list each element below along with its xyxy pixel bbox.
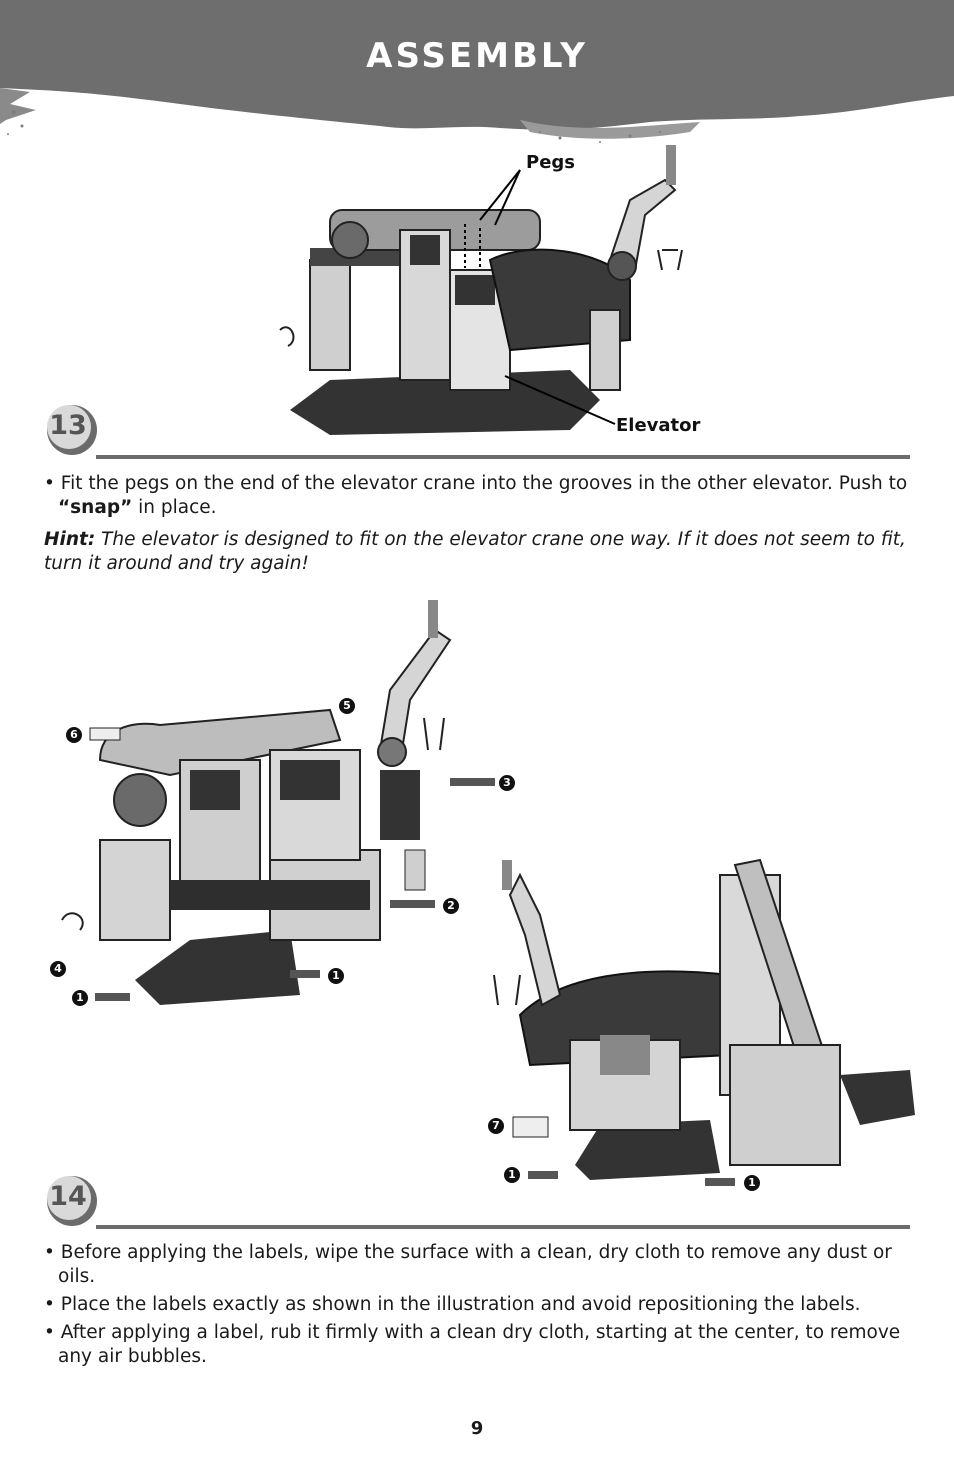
instruction-bullet: • Before applying the labels, wipe the s…: [44, 1242, 892, 1287]
step-badge-14: 14: [44, 1173, 98, 1227]
step-badge-13: 13: [44, 402, 98, 456]
label-marker: 2: [443, 898, 459, 914]
step-badge-graphic: [47, 1176, 97, 1226]
page-title: ASSEMBLY: [366, 36, 588, 76]
label-marker: 6: [66, 727, 82, 743]
label-marker: 1: [504, 1167, 520, 1183]
elevator-callout: Elevator: [616, 415, 701, 436]
step-number: 14: [49, 1181, 87, 1212]
hint-paragraph: Hint: The elevator is designed to fit on…: [44, 529, 906, 574]
instruction-bullet: • Place the labels exactly as shown in t…: [44, 1294, 861, 1315]
step13-instructions: • Fit the pegs on the end of the elevato…: [44, 472, 910, 576]
page-number: 9: [470, 1418, 484, 1439]
hint-label: Hint:: [44, 529, 96, 550]
label-marker: 1: [72, 990, 88, 1006]
snap-emphasis: “snap”: [58, 497, 133, 518]
brush-banner-graphic: [0, 0, 954, 143]
step-number: 13: [49, 410, 87, 441]
instruction-bullet: • After applying a label, rub it firmly …: [44, 1322, 901, 1367]
label-marker: 4: [50, 961, 66, 977]
step-divider-13: [96, 455, 910, 459]
instruction-bullet: • Fit the pegs on the end of the elevato…: [44, 473, 908, 518]
elevator-crane-illustration: [279, 145, 683, 435]
pegs-callout: Pegs: [526, 152, 575, 173]
label-marker: 1: [328, 968, 344, 984]
label-placement-illustration-back: [493, 858, 915, 1186]
step-badge-graphic: [47, 405, 97, 455]
label-marker: 3: [499, 775, 515, 791]
step14-instructions: • Before applying the labels, wipe the s…: [44, 1241, 910, 1373]
label-placement-illustration-front: [61, 600, 495, 1005]
label-marker: 1: [744, 1175, 760, 1191]
step-divider-14: [96, 1225, 910, 1229]
label-marker: 7: [488, 1118, 504, 1134]
label-marker: 5: [339, 698, 355, 714]
header-banner: ASSEMBLY: [0, 0, 954, 150]
